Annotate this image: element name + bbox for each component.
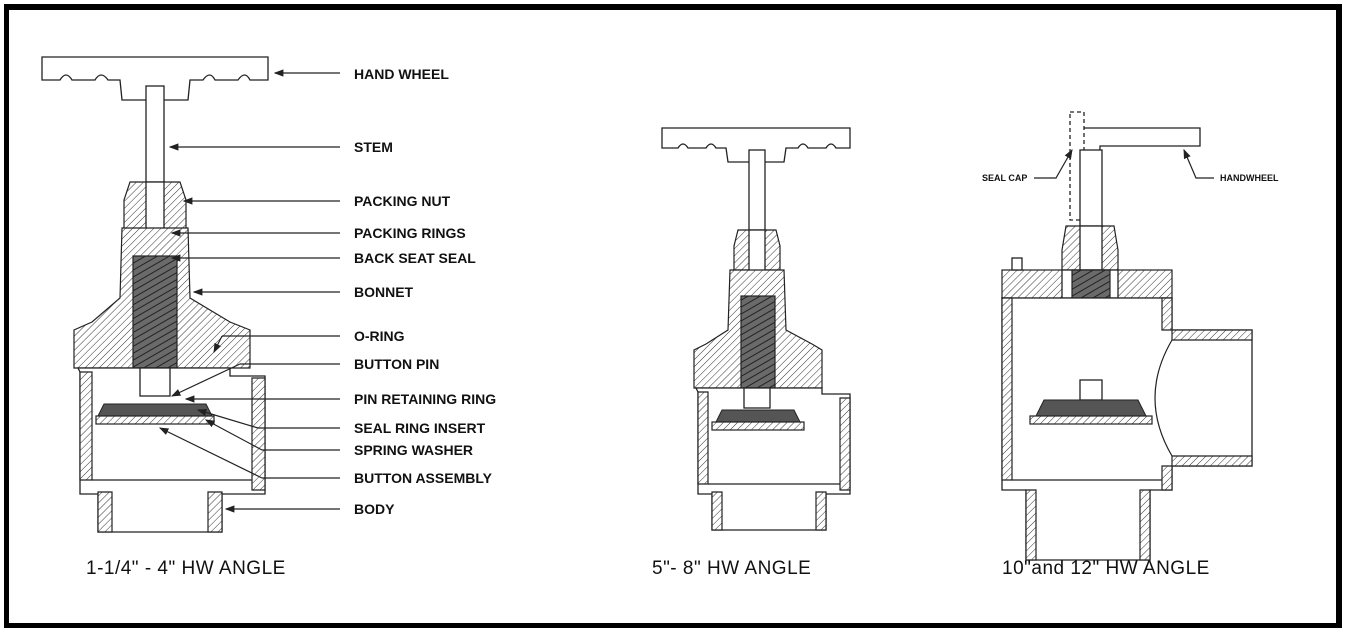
label-pin-retaining-ring: PIN RETAINING RING: [354, 391, 496, 407]
label-back-seat-seal: BACK SEAT SEAL: [354, 250, 476, 266]
label-o-ring: O-RING: [354, 328, 405, 344]
label-hand-wheel: HAND WHEEL: [354, 66, 449, 82]
valve-view-large: SEAL CAP HANDWHEEL 10"and 12" HW ANGLE: [982, 111, 1279, 579]
disc-shape-large: [1035, 399, 1147, 417]
label-stem: STEM: [354, 139, 393, 155]
button-assembly-shape: [97, 403, 213, 417]
diagram-frame: [4, 4, 1342, 628]
label-packing-nut: PACKING NUT: [354, 193, 451, 209]
caption-small-valve: 1-1/4" - 4" HW ANGLE: [86, 558, 286, 579]
label-handwheel: HANDWHEEL: [1220, 173, 1279, 183]
label-body: BODY: [354, 501, 395, 517]
caption-large-valve: 10"and 12" HW ANGLE: [1002, 558, 1210, 579]
hand-wheel-shape: [41, 56, 269, 101]
valve-view-medium: 5"- 8" HW ANGLE: [652, 127, 851, 579]
label-packing-rings: PACKING RINGS: [354, 225, 466, 241]
threaded-stem-medium: [740, 295, 776, 389]
label-button-pin: BUTTON PIN: [354, 356, 439, 372]
caption-medium-valve: 5"- 8" HW ANGLE: [652, 558, 811, 579]
label-bonnet: BONNET: [354, 284, 414, 300]
valve-view-small: HAND WHEEL STEM PACKING NUT PACKING RING…: [41, 56, 496, 579]
label-seal-cap: SEAL CAP: [982, 173, 1027, 183]
threaded-stem: [132, 255, 178, 369]
label-seal-ring-insert: SEAL RING INSERT: [354, 420, 486, 436]
hand-wheel-shape-medium: [661, 127, 851, 163]
label-spring-washer: SPRING WASHER: [354, 442, 473, 458]
label-button-assembly: BUTTON ASSEMBLY: [354, 470, 493, 486]
